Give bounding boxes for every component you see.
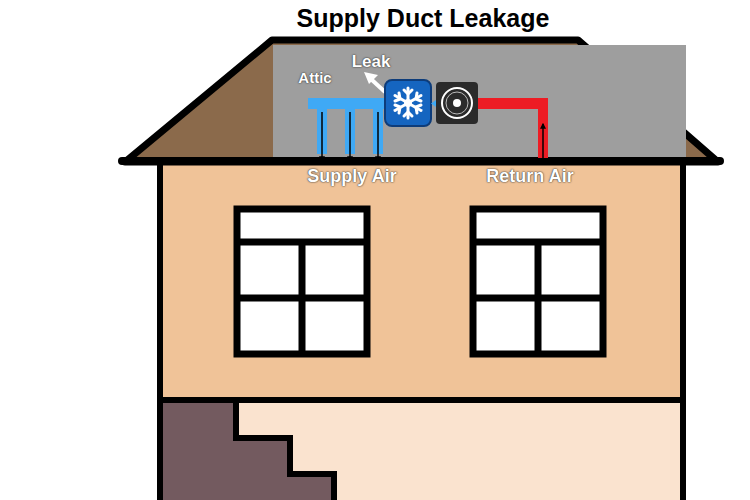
supply-air-label: Supply Air xyxy=(307,166,396,187)
return-duct xyxy=(478,98,548,158)
leak-arrow xyxy=(364,72,385,92)
blower-fan xyxy=(436,82,478,124)
eave xyxy=(122,157,720,165)
lower-floor xyxy=(160,398,683,500)
window xyxy=(473,209,603,354)
attic-label: Attic xyxy=(298,69,331,86)
house-wall xyxy=(160,160,683,400)
roof xyxy=(125,40,718,162)
cooling-coil xyxy=(385,80,431,126)
supply-duct xyxy=(308,98,388,161)
stairs xyxy=(236,401,334,500)
return-air-label: Return Air xyxy=(486,166,573,187)
title: Supply Duct Leakage xyxy=(297,4,550,33)
stair-shadow xyxy=(163,401,334,500)
window xyxy=(237,209,367,354)
attic-space xyxy=(273,45,686,158)
leak-label: Leak xyxy=(352,52,391,72)
